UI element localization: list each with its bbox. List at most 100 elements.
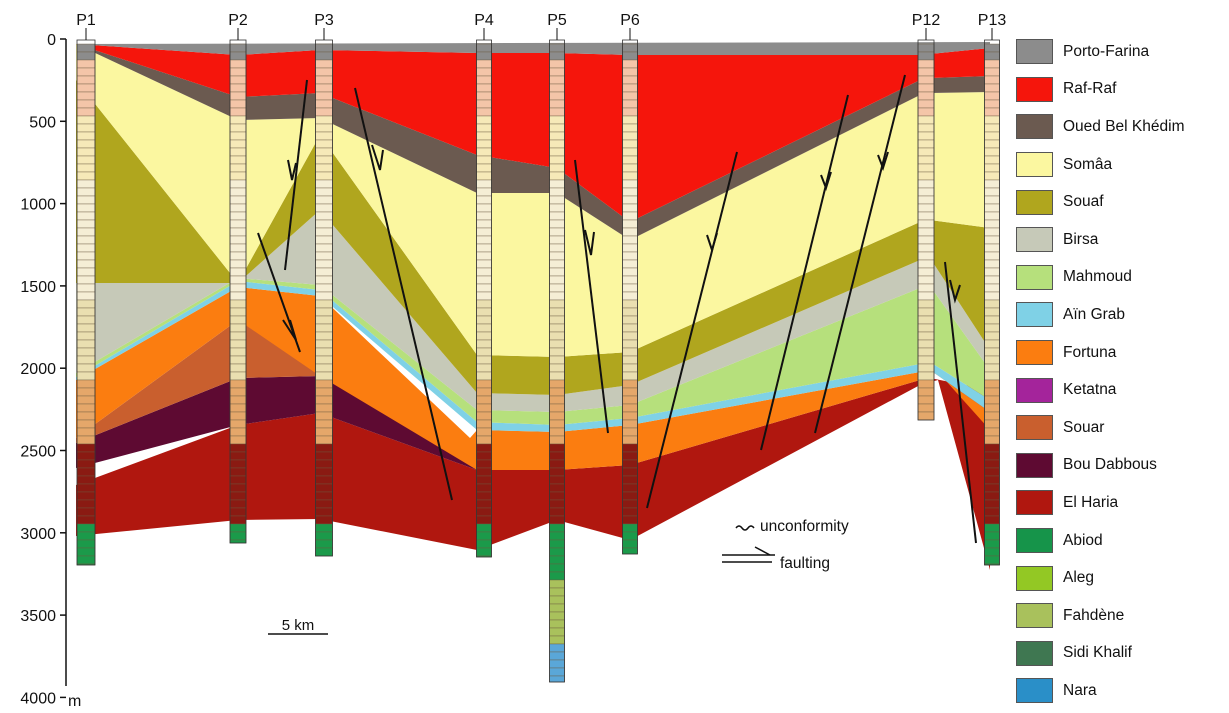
oued-bel-khedim-layer [76, 44, 990, 240]
bou-dabbous-layer [76, 376, 477, 470]
fault-line [814, 74, 906, 434]
raf-raf-layer [76, 44, 990, 222]
legend-item: Birsa [1016, 221, 1226, 259]
scale-bar: 5 km [268, 617, 328, 635]
legend-item: Nara [1016, 672, 1226, 710]
legend-item: Fahdène [1016, 597, 1226, 635]
well-label: P5 [547, 12, 567, 29]
legend-item: Bou Dabbous [1016, 447, 1226, 485]
legend-swatch [1016, 264, 1053, 290]
legend-swatch [1016, 152, 1053, 178]
symbol-key: unconformity faulting [722, 518, 849, 572]
legend-label: Aïn Grab [1063, 305, 1126, 323]
well-label: P4 [474, 12, 494, 29]
well-label: P2 [228, 12, 248, 29]
legend-swatch [1016, 302, 1053, 328]
depth-tick-label: 500 [29, 114, 56, 131]
legend-swatch [1016, 565, 1053, 591]
fault-line [760, 94, 849, 451]
fault-lines [257, 74, 977, 544]
depth-tick-label: 1000 [20, 197, 56, 214]
depth-tick-label: 0 [47, 32, 56, 49]
well-label: P13 [978, 12, 1007, 29]
well-column [229, 39, 247, 544]
legend-swatch [1016, 452, 1053, 478]
fault-arrow [949, 279, 961, 304]
fault-arrow [584, 229, 595, 256]
legend-label: Birsa [1063, 230, 1099, 248]
well-column [549, 39, 565, 683]
faulting-symbol [722, 546, 775, 563]
legend-swatch [1016, 678, 1053, 704]
fault-line [354, 87, 453, 501]
fault-arrow [820, 171, 832, 192]
legend-swatch [1016, 114, 1053, 140]
well-column [917, 39, 935, 421]
legend-label: Sidi Khalif [1063, 644, 1132, 662]
well-column [76, 39, 96, 566]
legend-item: Sidi Khalif [1016, 635, 1226, 673]
el-haria-layer [76, 378, 990, 570]
depth-tick-label: 1500 [20, 279, 56, 296]
well-column [622, 39, 638, 555]
legend-swatch [1016, 415, 1053, 441]
legend-item: El Haria [1016, 484, 1226, 522]
fault-arrow [877, 151, 889, 172]
legend-item: Souar [1016, 409, 1226, 447]
well-label: P3 [314, 12, 334, 29]
well-column [476, 39, 492, 558]
fortuna-layer [76, 287, 990, 470]
well-label: P1 [76, 12, 96, 29]
unconformity-label: unconformity [760, 518, 849, 535]
legend-item: Aleg [1016, 559, 1226, 597]
legend-label: Souar [1063, 418, 1105, 436]
legend-label: Fahdène [1063, 606, 1125, 624]
legend-swatch [1016, 227, 1053, 253]
depth-tick-label: 4000 [20, 690, 56, 707]
depth-unit-label: m [68, 693, 81, 710]
fault-arrow [706, 232, 718, 254]
legend-item: Ketatna [1016, 371, 1226, 409]
well-column [984, 39, 1000, 566]
legend-label: Abiod [1063, 531, 1103, 549]
legend-item: Somâa [1016, 146, 1226, 184]
legend-item: Mahmoud [1016, 259, 1226, 297]
depth-tick-label: 2500 [20, 444, 56, 461]
faulting-label: faulting [780, 555, 830, 572]
legend-swatch [1016, 528, 1053, 554]
legend-label: Fortuna [1063, 343, 1117, 361]
legend-item: Porto-Farina [1016, 33, 1226, 71]
legend-item: Souaf [1016, 183, 1226, 221]
fault-arrow [282, 319, 297, 341]
legend-item: Fortuna [1016, 334, 1226, 372]
fault-line [646, 151, 738, 509]
legend-label: Raf-Raf [1063, 80, 1117, 98]
legend-item: Raf-Raf [1016, 71, 1226, 109]
legend-label: Somâa [1063, 155, 1113, 173]
legend-swatch [1016, 640, 1053, 666]
well-column [315, 39, 333, 557]
depth-tick-label: 2000 [20, 361, 56, 378]
legend-item: Oued Bel Khédim [1016, 108, 1226, 146]
legend-label: Bou Dabbous [1063, 456, 1157, 474]
legend-swatch [1016, 39, 1053, 65]
depth-tick-label: 3000 [20, 526, 56, 543]
scale-bar-label: 5 km [282, 617, 315, 634]
fault-line [284, 79, 308, 271]
legend-label: Oued Bel Khédim [1063, 117, 1185, 135]
fault-line [574, 159, 609, 434]
formation-layers [76, 42, 990, 570]
well-label: P6 [620, 12, 640, 29]
souaf-layer [76, 80, 990, 395]
porto-farina-layer [76, 42, 990, 55]
legend-label: Ketatna [1063, 381, 1117, 399]
somaa-layer [76, 44, 990, 357]
legend-swatch [1016, 189, 1053, 215]
legend-label: Porto-Farina [1063, 42, 1150, 60]
legend-swatch [1016, 340, 1053, 366]
well-label: P12 [912, 12, 941, 29]
legend-swatch [1016, 377, 1053, 403]
